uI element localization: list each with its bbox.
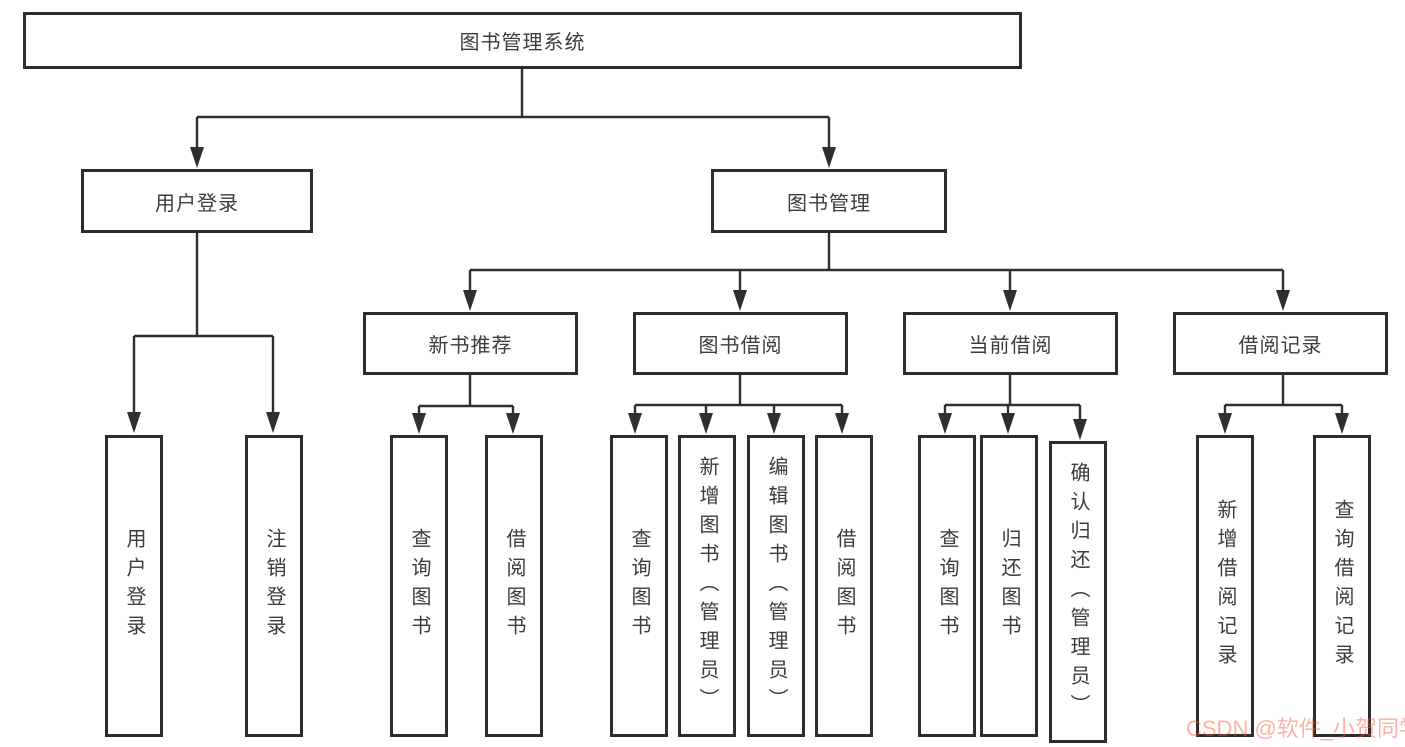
leaf-add-borrow-record: 新增借阅记录 bbox=[1196, 435, 1254, 737]
arrowhead-icon bbox=[1073, 419, 1087, 440]
arrowhead-icon bbox=[733, 290, 747, 311]
node-label: 查询图书 bbox=[408, 528, 430, 644]
leaf-add-book-admin: 新增图书（管理员） bbox=[678, 435, 736, 737]
node-user-login-branch: 用户登录 bbox=[81, 169, 313, 233]
arrowhead-icon bbox=[835, 413, 849, 434]
arrowhead-icon bbox=[1001, 413, 1015, 434]
node-label: 新增图书（管理员） bbox=[696, 455, 718, 717]
arrowhead-icon bbox=[1335, 413, 1349, 434]
leaf-borrow-books-1: 借阅图书 bbox=[485, 435, 543, 737]
leaf-logout: 注销登录 bbox=[245, 435, 303, 737]
arrowhead-icon bbox=[127, 412, 141, 433]
node-label: 借阅记录 bbox=[1238, 335, 1323, 357]
arrowheads bbox=[127, 147, 1349, 440]
node-label: 新增借阅记录 bbox=[1214, 499, 1236, 673]
arrowhead-icon bbox=[628, 413, 642, 434]
leaf-return-book: 归还图书 bbox=[980, 435, 1038, 737]
connector-strokes bbox=[132, 68, 1344, 422]
node-label: 图书借阅 bbox=[698, 335, 783, 357]
node-root-library-system: 图书管理系统 bbox=[23, 12, 1022, 69]
arrowhead-icon bbox=[767, 413, 781, 434]
leaf-edit-book-admin: 编辑图书（管理员） bbox=[747, 435, 805, 737]
node-label: 图书管理系统 bbox=[459, 32, 586, 54]
node-label: 查询借阅记录 bbox=[1331, 499, 1353, 673]
leaf-query-books-1: 查询图书 bbox=[390, 435, 448, 737]
node-label: 新书推荐 bbox=[428, 335, 513, 357]
arrowhead-icon bbox=[938, 413, 952, 434]
node-book-borrowing: 图书借阅 bbox=[633, 312, 848, 375]
node-new-book-recommend: 新书推荐 bbox=[363, 312, 578, 375]
node-current-borrowing: 当前借阅 bbox=[903, 312, 1118, 375]
node-label: 确认归还（管理员） bbox=[1067, 461, 1089, 723]
leaf-query-books-3: 查询图书 bbox=[918, 435, 976, 737]
node-borrowing-records: 借阅记录 bbox=[1173, 312, 1388, 375]
node-label: 用户登录 bbox=[123, 528, 145, 644]
node-label: 注销登录 bbox=[263, 528, 285, 644]
leaf-query-borrow-record: 查询借阅记录 bbox=[1313, 435, 1371, 737]
node-label: 查询图书 bbox=[936, 528, 958, 644]
arrowhead-icon bbox=[412, 413, 426, 434]
csdn-watermark: CSDN @软件_小贺同学 bbox=[1186, 716, 1405, 741]
leaf-borrow-books-2: 借阅图书 bbox=[815, 435, 873, 737]
arrowhead-icon bbox=[190, 147, 204, 168]
arrowhead-icon bbox=[1276, 290, 1290, 311]
arrowhead-icon bbox=[699, 413, 713, 434]
node-label: 归还图书 bbox=[998, 528, 1020, 644]
node-label: 借阅图书 bbox=[833, 528, 855, 644]
leaf-confirm-return-admin: 确认归还（管理员） bbox=[1049, 441, 1107, 743]
arrowhead-icon bbox=[1003, 290, 1017, 311]
node-label: 借阅图书 bbox=[503, 528, 525, 644]
arrowhead-icon bbox=[463, 290, 477, 311]
leaf-query-books-2: 查询图书 bbox=[610, 435, 668, 737]
node-book-management: 图书管理 bbox=[711, 169, 947, 233]
node-label: 编辑图书（管理员） bbox=[765, 455, 787, 717]
arrowhead-icon bbox=[1218, 413, 1232, 434]
arrowhead-icon bbox=[266, 412, 280, 433]
node-label: 图书管理 bbox=[787, 192, 871, 215]
node-label: 当前借阅 bbox=[968, 335, 1053, 357]
arrowhead-icon bbox=[506, 413, 520, 434]
node-label: 用户登录 bbox=[155, 192, 239, 215]
leaf-user-login: 用户登录 bbox=[105, 435, 163, 737]
node-label: 查询图书 bbox=[628, 528, 650, 644]
arrowhead-icon bbox=[822, 147, 836, 168]
